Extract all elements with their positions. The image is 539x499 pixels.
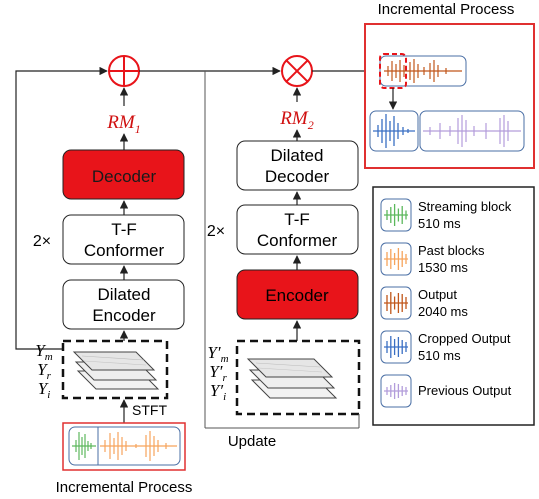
legend-label: Streaming block [418,199,512,214]
dilated-encoder-line2: Encoder [92,306,156,325]
green-waveform-icon [384,204,408,226]
update-label: Update [228,433,276,450]
rm2-label: RM2 [279,108,313,132]
legend-item: Streaming block 510 ms [380,198,512,232]
conformer-1-line1: T-F [111,220,137,239]
bottom-left-title: Incremental Process [56,479,193,496]
conformer-2-line2: Conformer [257,231,338,250]
top-incremental-box [364,23,535,169]
input-ym-prime: Y′m [207,343,228,365]
conformer-2-line1: T-F [284,210,310,229]
dilated-decoder-line1: Dilated [271,146,324,165]
legend-item: Output 2040 ms [380,286,468,320]
purple-waveform-icon [384,383,408,399]
branch-1: RM1 Decoder T-F Conformer 2× Dilated Enc… [15,55,186,471]
encoder-label: Encoder [265,286,329,305]
brown-waveform-icon [384,292,408,314]
legend-item: Previous Output [380,374,512,408]
legend-duration: 1530 ms [418,260,468,275]
add-operator-icon [108,55,140,87]
input-stack-frame [61,339,169,400]
streaming-block-waveform-icon [72,432,96,460]
conformer-2-repeat: 2× [207,223,225,240]
spectrogram-stack-2 [246,358,338,399]
legend-item: Past blocks 1530 ms [380,242,485,276]
conformer-1-line2: Conformer [84,241,165,260]
legend-items: Streaming block 510 ms Past blocks 1530 ms O… [380,198,512,408]
multiply-operator-icon [281,55,313,87]
legend-label: Output [418,287,457,302]
legend-item: Cropped Output 510 ms [380,330,511,364]
input-ym: Ym [35,341,52,363]
cropped-output-waveform-icon [373,114,415,148]
conformer-1-repeat: 2× [33,233,51,250]
past-blocks-waveform-icon [100,431,177,461]
dilated-decoder-line2: Decoder [265,167,330,186]
spectrogram-stack-1 [72,351,160,390]
input-yi-prime: Y′i [210,381,226,403]
decoder-label: Decoder [92,167,157,186]
input-yr-prime: Y′r [209,362,227,384]
input-stack-frame-2 [235,339,361,416]
orange-waveform-icon [384,248,408,270]
input-yi: Yi [38,379,51,401]
output-waveform-icon [384,59,462,83]
top-right-title: Incremental Process [378,1,515,18]
dilated-encoder-line1: Dilated [98,285,151,304]
rm1-label: RM1 [106,112,140,136]
legend-duration: 510 ms [418,348,461,363]
legend-duration: 2040 ms [418,304,468,319]
legend-duration: 510 ms [418,216,461,231]
input-yr: Yr [37,360,51,382]
previous-output-waveform-icon [423,115,521,147]
legend-label: Previous Output [418,383,512,398]
legend-label: Cropped Output [418,331,511,346]
stft-label: STFT [132,402,167,418]
blue-waveform-icon [384,336,408,358]
branch-2: RM2 Dilated Decoder T-F Conformer 2× Enc… [207,55,361,416]
legend-label: Past blocks [418,243,485,258]
